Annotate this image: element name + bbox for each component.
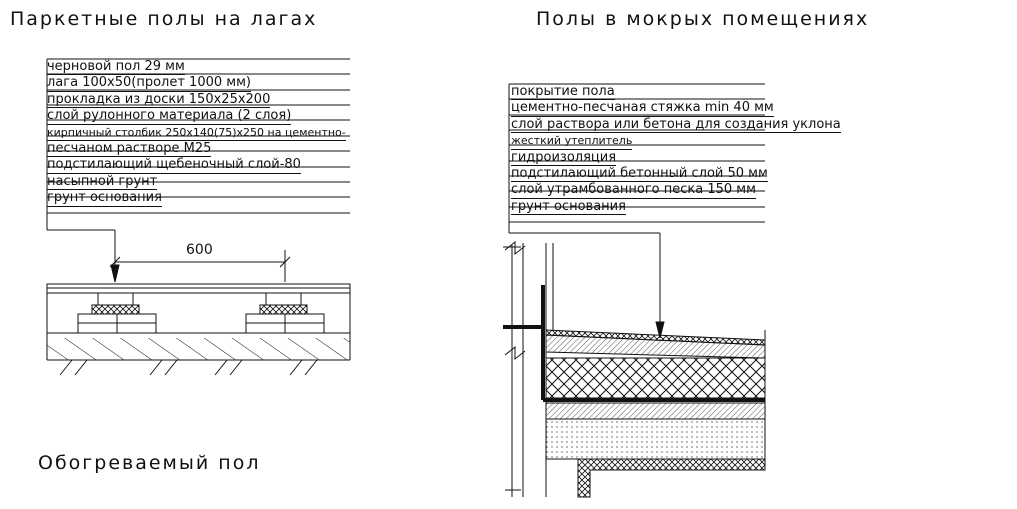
layer-label: грунт основания (511, 198, 626, 216)
title-wet-room-floors: Полы в мокрых помещениях (536, 8, 870, 30)
title-parquet-floors: Паркетные полы на лагах (10, 8, 318, 30)
layer-label: прокладка из доски 150х25х200 (47, 91, 271, 109)
layer-label: лага 100х50(пролет 1000 мм) (47, 75, 251, 92)
layer-label: слой раствора или бетона для создания ук… (511, 116, 841, 134)
layer-label: грунт основания (47, 190, 162, 207)
layer-label: песчаном растворе М25 (47, 141, 212, 158)
layer-label: жесткий утеплитель (511, 133, 841, 150)
parquet-layer-callout: черновой пол 29 мм лага 100х50(пролет 10… (47, 59, 346, 207)
layer-label: насыпной грунт (47, 173, 158, 191)
layer-label: слой рулонного материала (2 слоя) (47, 108, 292, 125)
layer-label: подстилающий бетонный слой 50 мм (511, 166, 768, 183)
wet-room-floor-section (503, 83, 766, 498)
layer-label: слой утрамбованного песка 150 мм (511, 182, 756, 199)
layer-label: подстилающий щебеночный слой-80 (47, 157, 301, 174)
layer-label: цементно-песчаная стяжка min 40 мм (511, 100, 774, 117)
wet-callout-rules (509, 98, 765, 223)
layer-label: покрытие пола (511, 84, 615, 101)
wet-layer-callout: покрытие пола цементно-песчаная стяжка m… (511, 84, 841, 216)
parquet-floor-section (46, 58, 351, 376)
title-heated-floor: Обогреваемый пол (38, 452, 261, 474)
dimension-600-label: 600 (186, 242, 213, 258)
layer-label: кирпичный столбик 250х140(75)х250 на цем… (47, 125, 346, 142)
layer-label: черновой пол 29 мм (47, 59, 185, 76)
parquet-callout-rules (47, 73, 350, 198)
